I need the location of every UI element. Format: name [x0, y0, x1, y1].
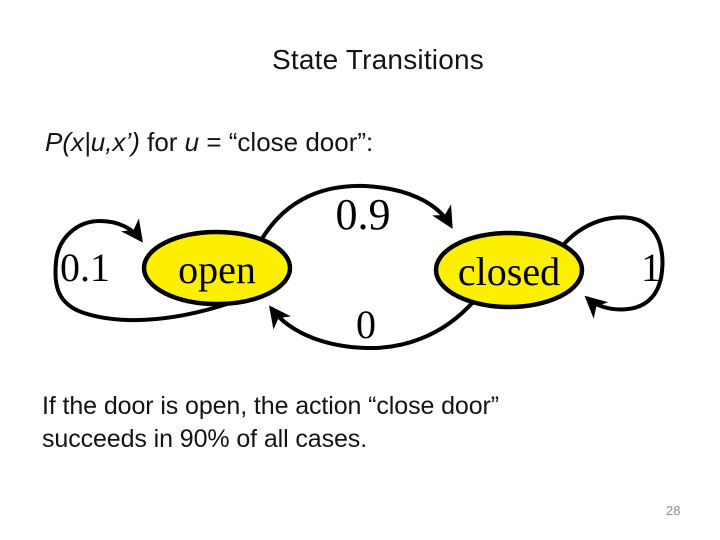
formula-u-term: u	[184, 127, 200, 157]
formula-rest: = “close door”:	[199, 127, 374, 157]
self-loop-closed-edge	[562, 215, 665, 319]
prob-label-open-self: 0.1	[60, 245, 110, 290]
body-line-2: succeeds in 90% of all cases.	[42, 425, 368, 453]
formula-line: P(x|u,x’) for u = “close door”:	[45, 127, 373, 158]
state-node-closed	[433, 230, 585, 310]
body-line-1: If the door is open, the action “close d…	[42, 392, 499, 420]
self-loop-open-edge	[53, 218, 228, 323]
transition-open-to-closed-edge	[258, 183, 453, 244]
formula-mid: for	[139, 127, 185, 157]
state-label-open: open	[178, 247, 256, 292]
prob-label-closed-to-open: 0	[356, 302, 376, 347]
body-text: If the door is open, the action “close d…	[42, 390, 499, 456]
prob-label-closed-self: 1	[641, 245, 661, 290]
slide-title: State Transitions	[272, 44, 484, 75]
transition-closed-to-open-edge	[269, 299, 476, 351]
page-number: 28	[666, 503, 681, 518]
formula-p-term: P(x|u,x’)	[45, 127, 140, 157]
state-label-closed: closed	[458, 249, 560, 294]
state-node-open	[141, 229, 293, 307]
prob-label-open-to-closed: 0.9	[336, 190, 391, 239]
